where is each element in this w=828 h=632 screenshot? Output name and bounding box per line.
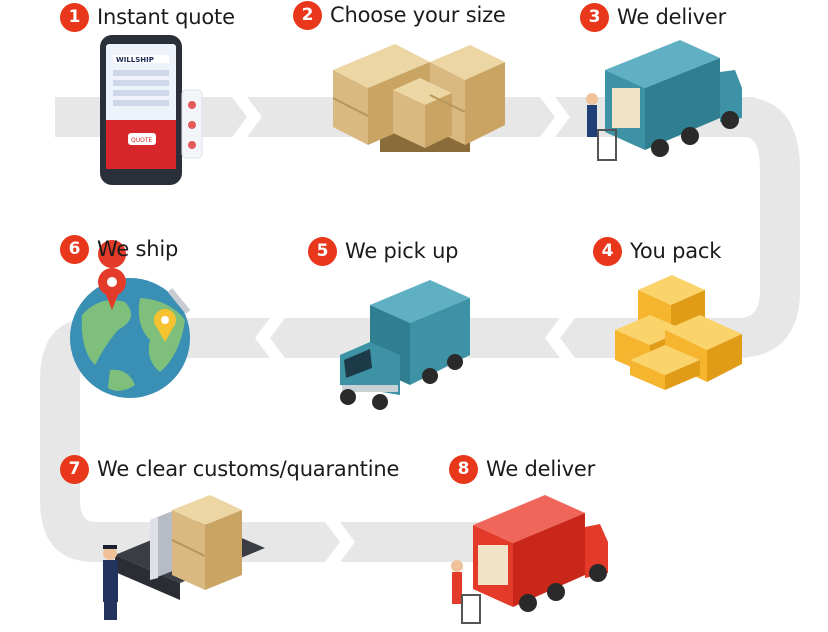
step-2: 2 Choose your size: [293, 0, 506, 32]
step-8: 8 We deliver: [449, 452, 595, 486]
step-label: We pick up: [345, 239, 459, 263]
customs-icon: [103, 495, 265, 620]
phone-app-icon: WILLSHIP QUOTE: [100, 35, 203, 185]
delivery-truck-icon: [586, 40, 742, 161]
step-number: 2: [293, 0, 322, 30]
phone-button: QUOTE: [131, 137, 153, 144]
crates-icon: [332, 44, 505, 152]
step-label: You pack: [630, 239, 722, 263]
step-number: 4: [593, 236, 622, 266]
step-5: 5 We pick up: [308, 234, 459, 268]
red-truck-icon: [451, 495, 608, 624]
boxes-icon: [615, 275, 742, 390]
step-number: 8: [449, 454, 478, 484]
globe-icon: [70, 240, 191, 398]
step-number: 7: [60, 454, 89, 484]
step-label: We deliver: [486, 457, 596, 481]
step-number: 3: [580, 2, 609, 32]
step-1: 1 Instant quote: [60, 0, 235, 34]
step-3: 3 We deliver: [580, 0, 726, 34]
step-label: We ship: [97, 237, 179, 261]
step-number: 1: [60, 2, 89, 32]
road-chevrons: [232, 97, 575, 562]
step-label: Instant quote: [97, 5, 235, 29]
step-7: 7 We clear customs/quarantine: [60, 452, 399, 486]
step-label: Choose your size: [330, 3, 506, 27]
step-6: 6 We ship: [60, 232, 178, 266]
step-4: 4 You pack: [593, 234, 721, 268]
step-label: We deliver: [617, 5, 727, 29]
step-label: We clear customs/quarantine: [97, 457, 400, 481]
phone-brand: WILLSHIP: [116, 56, 154, 64]
step-number: 6: [60, 234, 89, 264]
pickup-truck-icon: [340, 280, 470, 410]
step-number: 5: [308, 236, 337, 266]
